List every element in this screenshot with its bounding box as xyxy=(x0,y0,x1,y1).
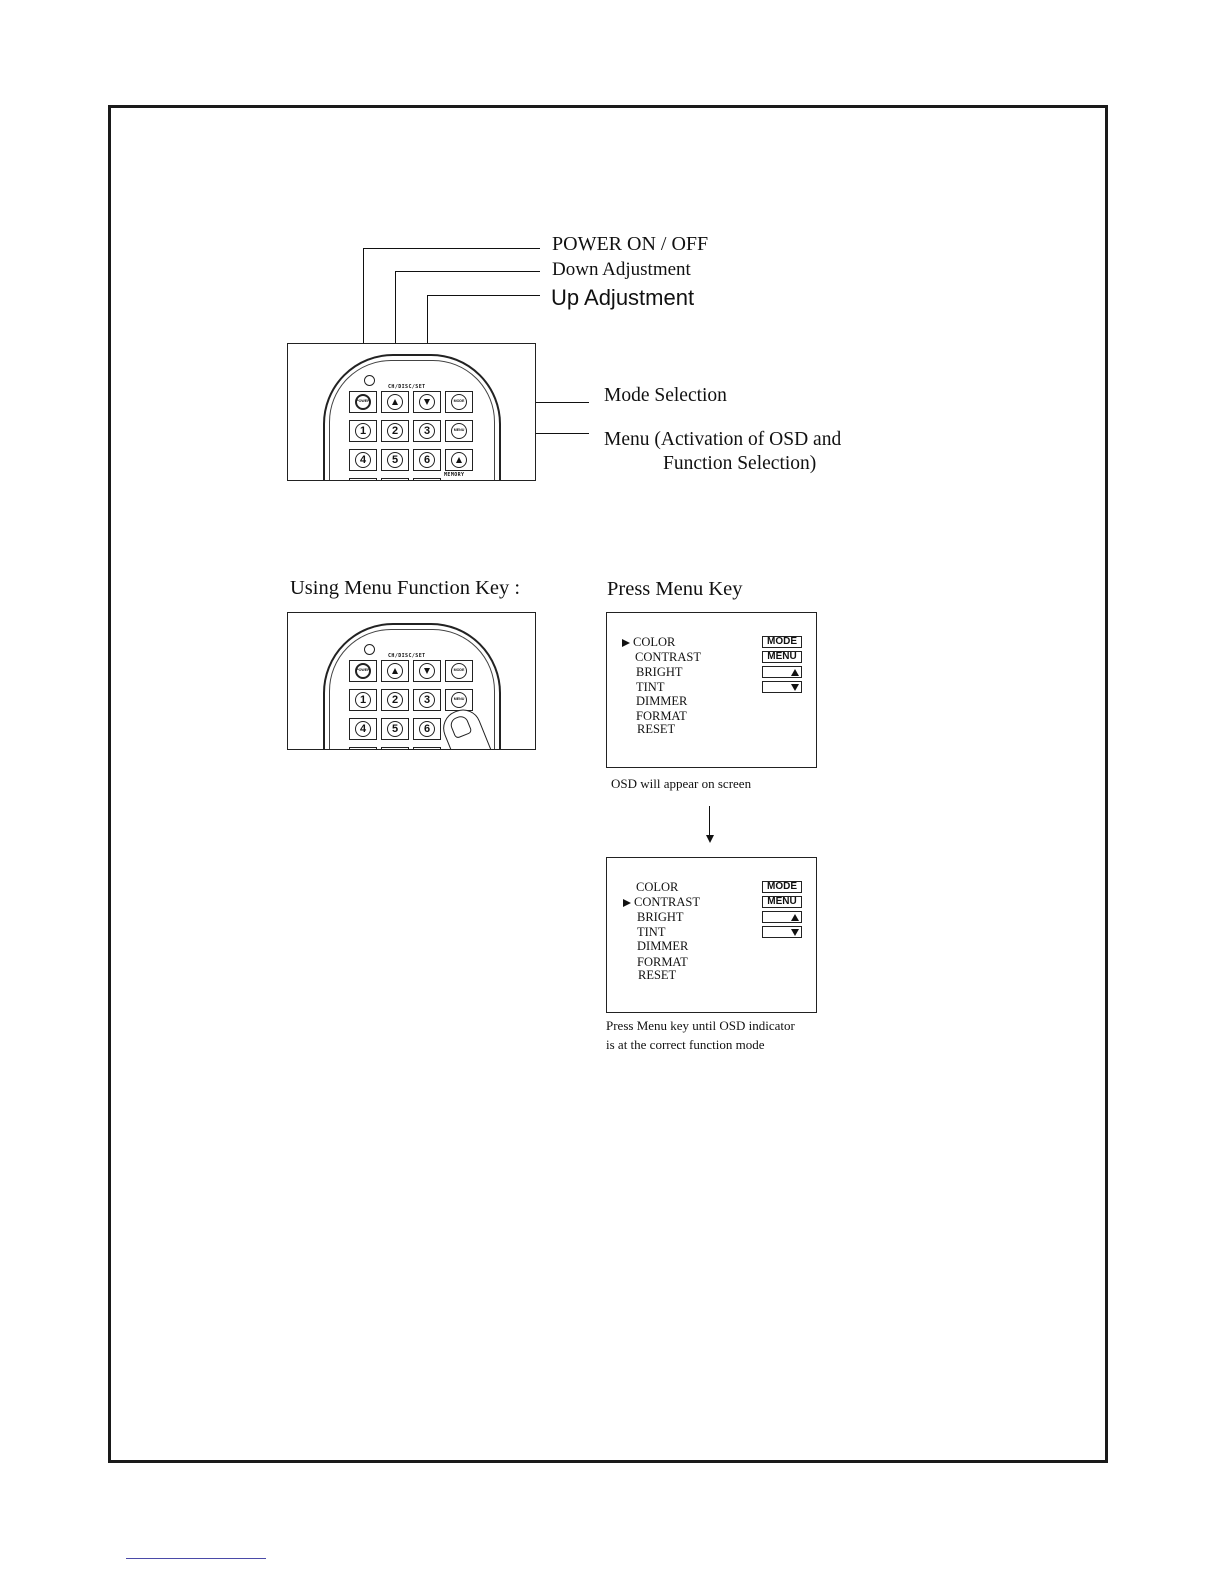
page-border-frame xyxy=(108,105,1108,1463)
remote-key-row4 xyxy=(413,747,441,749)
remote-led-indicator xyxy=(364,644,375,655)
osd2-menu-chip: MENU xyxy=(762,896,802,908)
osd1-mode-chip: MODE xyxy=(762,636,802,648)
remote-key-menu: MENU xyxy=(445,689,473,711)
osd-caption-2-line1: Press Menu key until OSD indicator xyxy=(606,1018,795,1033)
press-menu-heading: Press Menu Key xyxy=(607,578,743,600)
remote-key-power: POWER xyxy=(349,391,377,413)
osd2-item-contrast: CONTRAST xyxy=(623,896,700,909)
osd1-item-color: COLOR xyxy=(622,636,675,649)
osd1-item-dimmer: DIMMER xyxy=(636,694,688,708)
remote-key-4: 4 xyxy=(349,449,377,471)
remote-body-inner-outline xyxy=(329,360,495,480)
leader-line-down-vertical xyxy=(395,271,396,391)
remote-key-5: 5 xyxy=(381,718,409,740)
remote-illustration-top: CH/DISC/SET POWER MODE 1 2 3 MENU 4 5 6 … xyxy=(287,343,536,481)
remote-key-row4 xyxy=(381,747,409,749)
remote-key-1: 1 xyxy=(349,689,377,711)
osd-indicator-icon xyxy=(623,899,631,908)
osd2-item-reset: RESET xyxy=(638,968,677,982)
callout-mode-selection: Mode Selection xyxy=(604,385,727,406)
triangle-up-icon xyxy=(791,668,799,676)
remote-ch-disc-set-label: CH/DISC/SET xyxy=(388,653,426,659)
remote-key-down xyxy=(381,660,409,682)
remote-key-mode: MODE xyxy=(445,391,473,413)
remote-illustration-finger: CH/DISC/SET POWER MODE 1 2 3 MENU 4 5 6 xyxy=(287,612,536,750)
remote-led-indicator xyxy=(364,375,375,386)
leader-line-up xyxy=(427,295,540,296)
osd2-mode-chip: MODE xyxy=(762,881,802,893)
remote-key-2: 2 xyxy=(381,420,409,442)
callout-menu-line2: Function Selection) xyxy=(663,453,817,474)
remote-key-row4 xyxy=(381,478,409,480)
osd-caption-1: OSD will appear on screen xyxy=(611,776,752,791)
remote-key-memory-up xyxy=(445,449,473,471)
triangle-up-icon xyxy=(392,399,398,405)
using-menu-heading: Using Menu Function Key : xyxy=(290,577,521,599)
remote-key-row4 xyxy=(349,478,377,480)
remote-key-down xyxy=(381,391,409,413)
flow-arrow-line xyxy=(709,806,710,836)
osd-screen-2: COLOR CONTRAST BRIGHT TINT DIMMER FORMAT… xyxy=(606,857,817,1013)
osd2-item-format: FORMAT xyxy=(637,955,688,969)
leader-line-power-vertical xyxy=(363,248,364,390)
remote-key-4: 4 xyxy=(349,718,377,740)
remote-key-5: 5 xyxy=(381,449,409,471)
remote-key-row4 xyxy=(413,478,441,480)
triangle-up-icon xyxy=(392,668,398,674)
osd-indicator-icon xyxy=(622,639,630,648)
osd1-down-chip xyxy=(762,681,802,693)
remote-key-1: 1 xyxy=(349,420,377,442)
callout-down-adjustment: Down Adjustment xyxy=(552,259,691,280)
osd1-item-contrast: CONTRAST xyxy=(635,650,701,664)
osd1-menu-chip: MENU xyxy=(762,651,802,663)
remote-key-power: POWER xyxy=(349,660,377,682)
remote-body-outline xyxy=(323,623,501,749)
fingernail-icon xyxy=(448,713,473,740)
leader-line-power xyxy=(363,248,540,249)
remote-key-6: 6 xyxy=(413,449,441,471)
triangle-down-icon xyxy=(791,928,799,936)
triangle-down-icon xyxy=(424,668,430,674)
triangle-up-icon xyxy=(456,457,462,463)
remote-key-menu: MENU xyxy=(445,420,473,442)
callout-power-on-off: POWER ON / OFF xyxy=(552,233,709,255)
flow-arrow-head-icon xyxy=(706,835,714,843)
osd2-item-dimmer: DIMMER xyxy=(637,939,689,953)
remote-ch-disc-set-label: CH/DISC/SET xyxy=(388,384,426,390)
osd1-item-tint: TINT xyxy=(636,680,665,694)
callout-menu-line1: Menu (Activation of OSD and xyxy=(604,429,842,450)
osd2-up-chip xyxy=(762,911,802,923)
osd-screen-1: COLOR CONTRAST BRIGHT TINT DIMMER FORMAT… xyxy=(606,612,817,768)
triangle-down-icon xyxy=(424,399,430,405)
leader-line-down xyxy=(395,271,540,272)
osd-caption-2-line2: is at the correct function mode xyxy=(606,1037,765,1052)
remote-body-inner-outline xyxy=(329,629,495,749)
callout-up-adjustment: Up Adjustment xyxy=(551,285,695,310)
osd2-item-color: COLOR xyxy=(636,880,679,894)
remote-key-up xyxy=(413,391,441,413)
osd1-item-reset: RESET xyxy=(637,722,676,736)
remote-body-outline xyxy=(323,354,501,480)
footer-rule xyxy=(126,1558,266,1559)
osd1-item-format: FORMAT xyxy=(636,709,687,723)
osd2-item-bright: BRIGHT xyxy=(637,910,684,924)
remote-key-3: 3 xyxy=(413,689,441,711)
remote-key-up xyxy=(413,660,441,682)
remote-key-6: 6 xyxy=(413,718,441,740)
remote-key-3: 3 xyxy=(413,420,441,442)
triangle-up-icon xyxy=(791,913,799,921)
osd1-up-chip xyxy=(762,666,802,678)
triangle-down-icon xyxy=(791,683,799,691)
osd1-item-bright: BRIGHT xyxy=(636,665,683,679)
remote-memory-label: MEMORY xyxy=(444,472,465,478)
remote-key-mode: MODE xyxy=(445,660,473,682)
remote-key-row4 xyxy=(349,747,377,749)
remote-key-2: 2 xyxy=(381,689,409,711)
osd2-down-chip xyxy=(762,926,802,938)
osd2-item-tint: TINT xyxy=(637,925,666,939)
